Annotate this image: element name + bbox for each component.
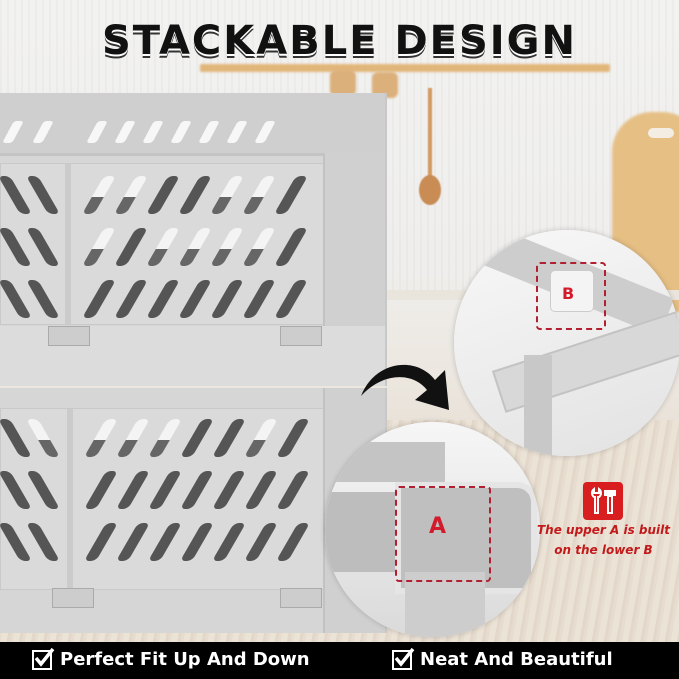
crate-side xyxy=(323,153,385,328)
crate-upper xyxy=(0,93,387,328)
title-text: STACKABLE DESIGN xyxy=(101,18,577,64)
spoon xyxy=(428,88,432,178)
detail-circle-upper: B xyxy=(454,230,679,456)
spoon-bowl xyxy=(419,175,441,205)
highlight-box-a xyxy=(395,486,491,582)
checkbox-checked-icon xyxy=(32,647,55,670)
label-a: A xyxy=(429,514,447,539)
crate-rim xyxy=(0,93,385,156)
crate-base-band xyxy=(0,326,387,386)
caption-line-1: The upper A is built xyxy=(537,523,670,537)
feature-item: Perfect Fit Up And Down xyxy=(32,647,310,670)
detail-circle-lower: A xyxy=(325,422,540,637)
highlight-box-b xyxy=(536,262,606,330)
feature-label: Perfect Fit Up And Down xyxy=(60,649,310,670)
label-b: B xyxy=(562,284,575,303)
feature-label: Neat And Beautiful xyxy=(420,649,613,670)
feature-bar: Perfect Fit Up And Down Neat And Beautif… xyxy=(0,642,679,679)
page-title: STACKABLE DESIGN xyxy=(0,18,679,64)
crate-panel xyxy=(0,408,327,590)
callout-caption: The upper A is built on the lower B xyxy=(528,520,679,560)
crate-panel xyxy=(0,163,327,325)
curved-arrow-icon xyxy=(361,364,449,410)
cup xyxy=(330,70,356,96)
wrench-hammer-icon xyxy=(583,482,623,520)
cutting-board-hole xyxy=(648,128,674,138)
checkbox-checked-icon xyxy=(392,647,415,670)
wall-shelf xyxy=(200,64,610,72)
caption-line-2: on the lower B xyxy=(554,543,653,557)
feature-item: Neat And Beautiful xyxy=(392,647,613,670)
